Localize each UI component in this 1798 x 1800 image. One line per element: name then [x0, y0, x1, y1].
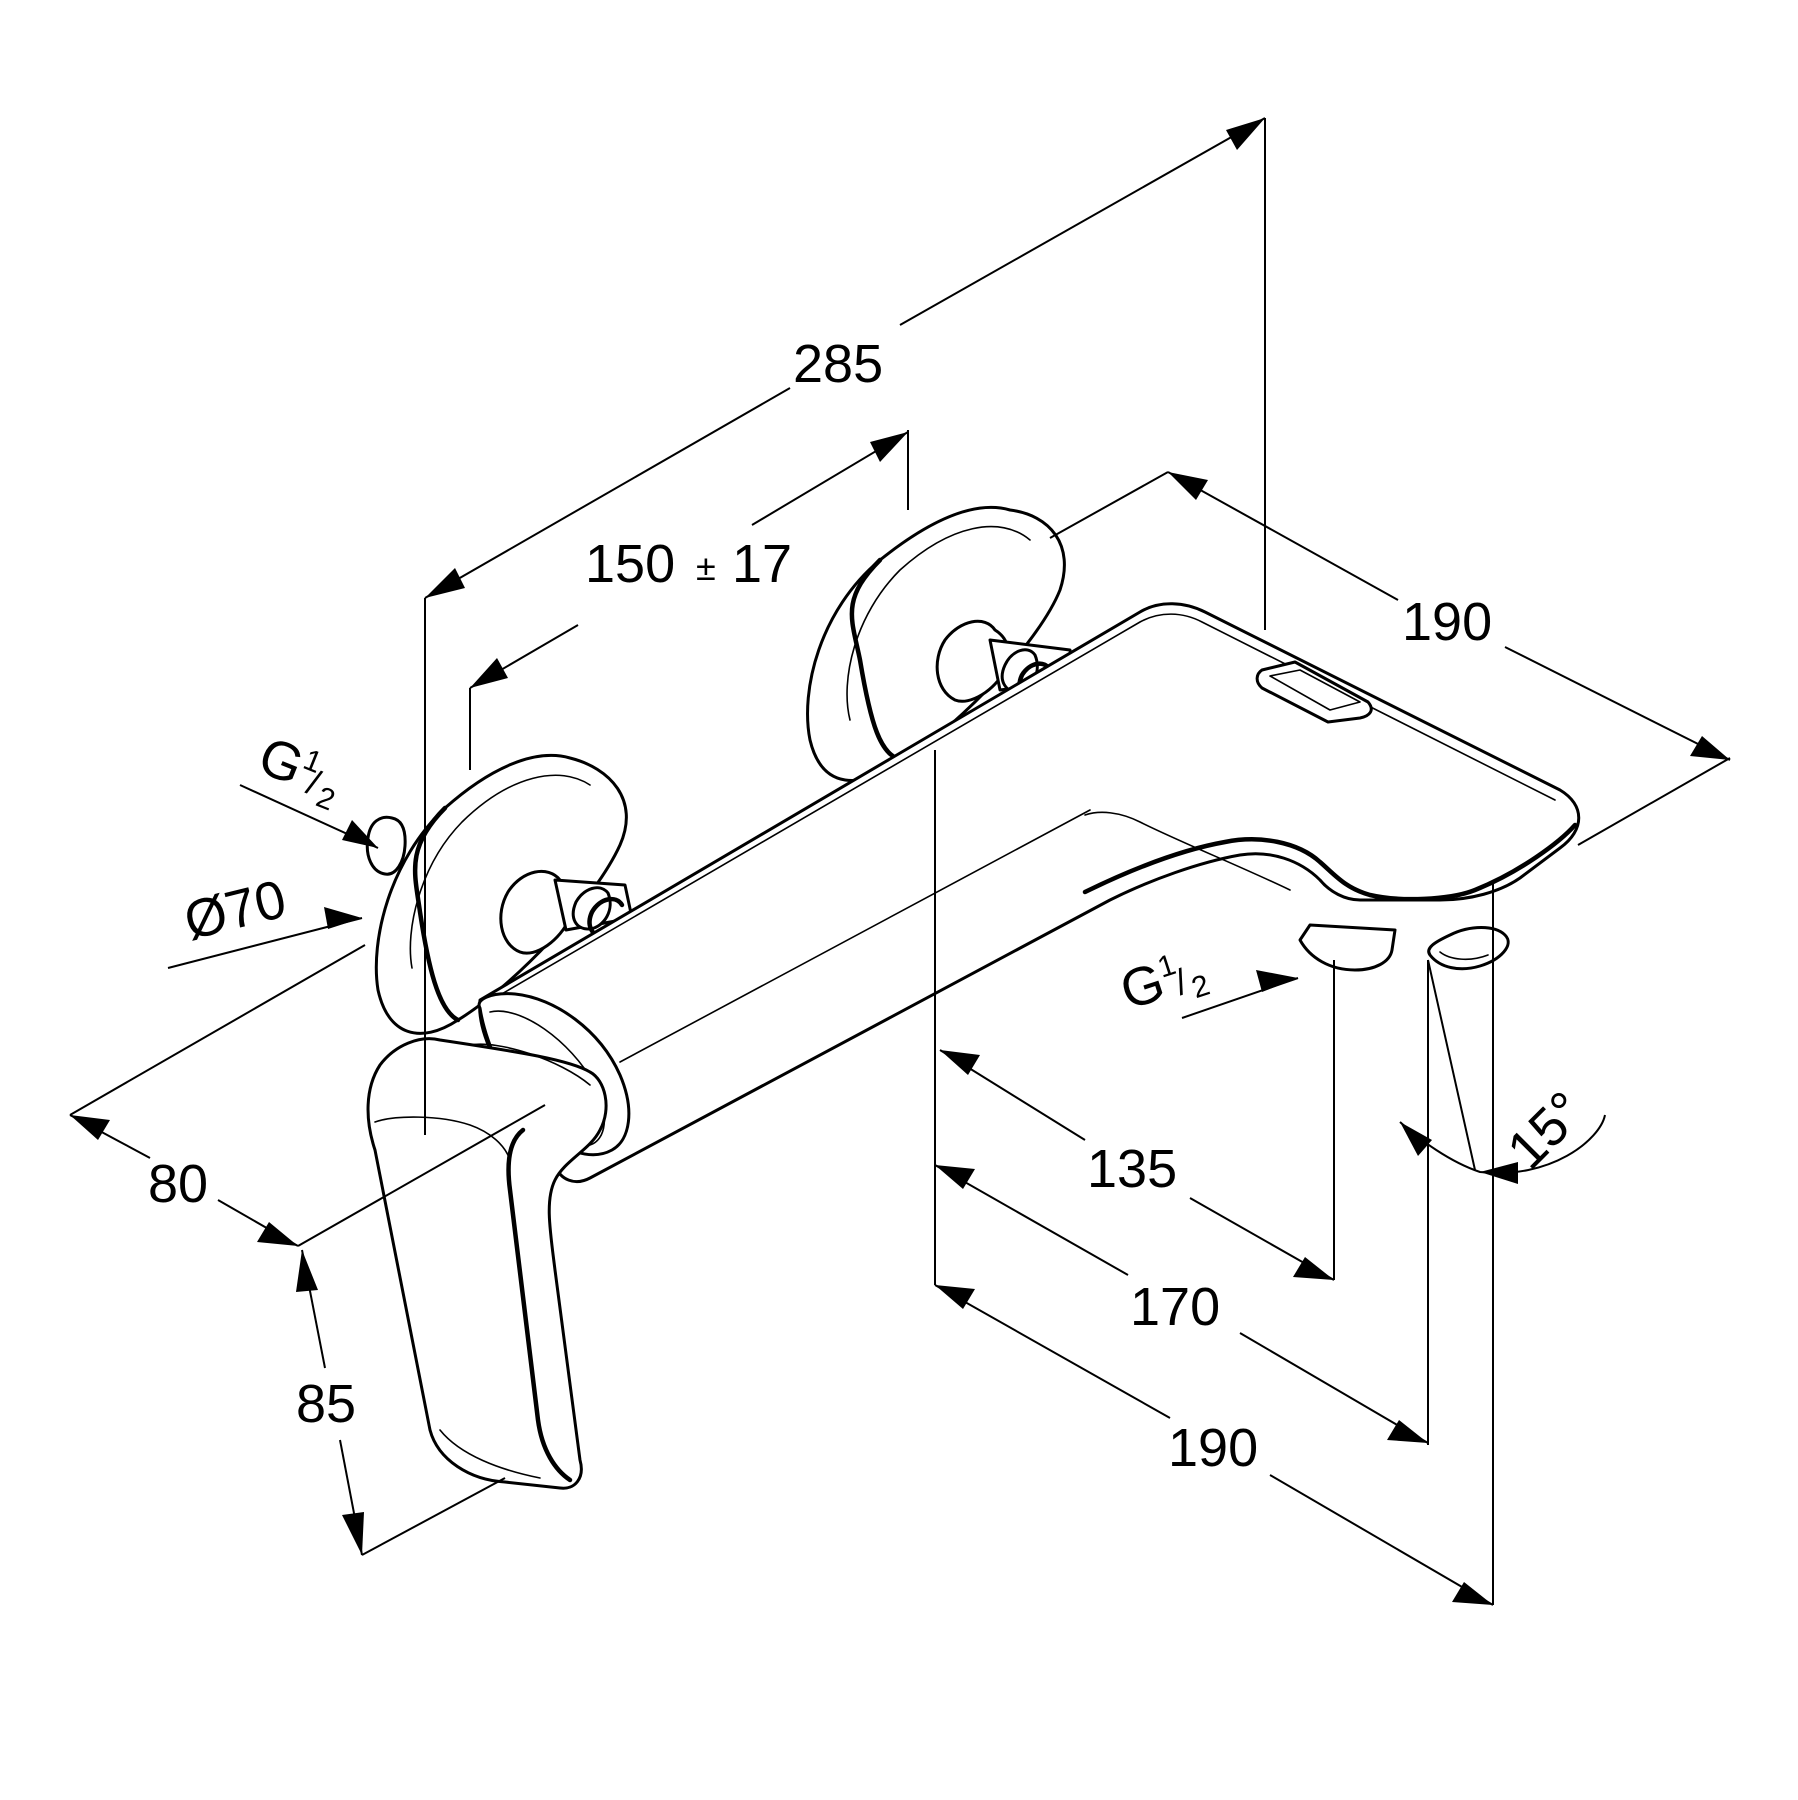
projection-outlet-label: 135 — [1087, 1139, 1177, 1199]
center-distance-label: 150 ± 17 — [585, 534, 792, 594]
faucet-body-group — [365, 505, 1581, 1490]
center-tolerance-value: 17 — [732, 534, 792, 594]
rosette-diameter-label: Ø70 — [178, 869, 292, 952]
center-tolerance-sign: ± — [696, 547, 716, 588]
overall-length-label: 285 — [793, 334, 883, 394]
mixer-body — [478, 602, 1581, 1183]
body-depth-label: 80 — [148, 1154, 208, 1214]
spout-depth-top-label: 190 — [1402, 592, 1492, 652]
left-rosette — [365, 753, 634, 1035]
lever-height-label: 85 — [296, 1374, 356, 1434]
projection-total-label: 190 — [1168, 1418, 1258, 1478]
center-distance-value: 150 — [585, 534, 675, 594]
dimension-labels: 285 150 ± 17 190 G 1 / 2 Ø70 G 1 / 2 80 … — [148, 334, 1596, 1478]
connection-spout-slash: / — [1170, 961, 1192, 1003]
connection-top-label: G 1 / 2 — [251, 725, 340, 817]
projection-front-label: 170 — [1130, 1277, 1220, 1337]
rosette-diameter-value: Ø70 — [178, 869, 292, 952]
arrow-heads — [70, 118, 1730, 1605]
lever-handle — [366, 1037, 608, 1490]
connection-top-letter: G — [251, 725, 312, 796]
